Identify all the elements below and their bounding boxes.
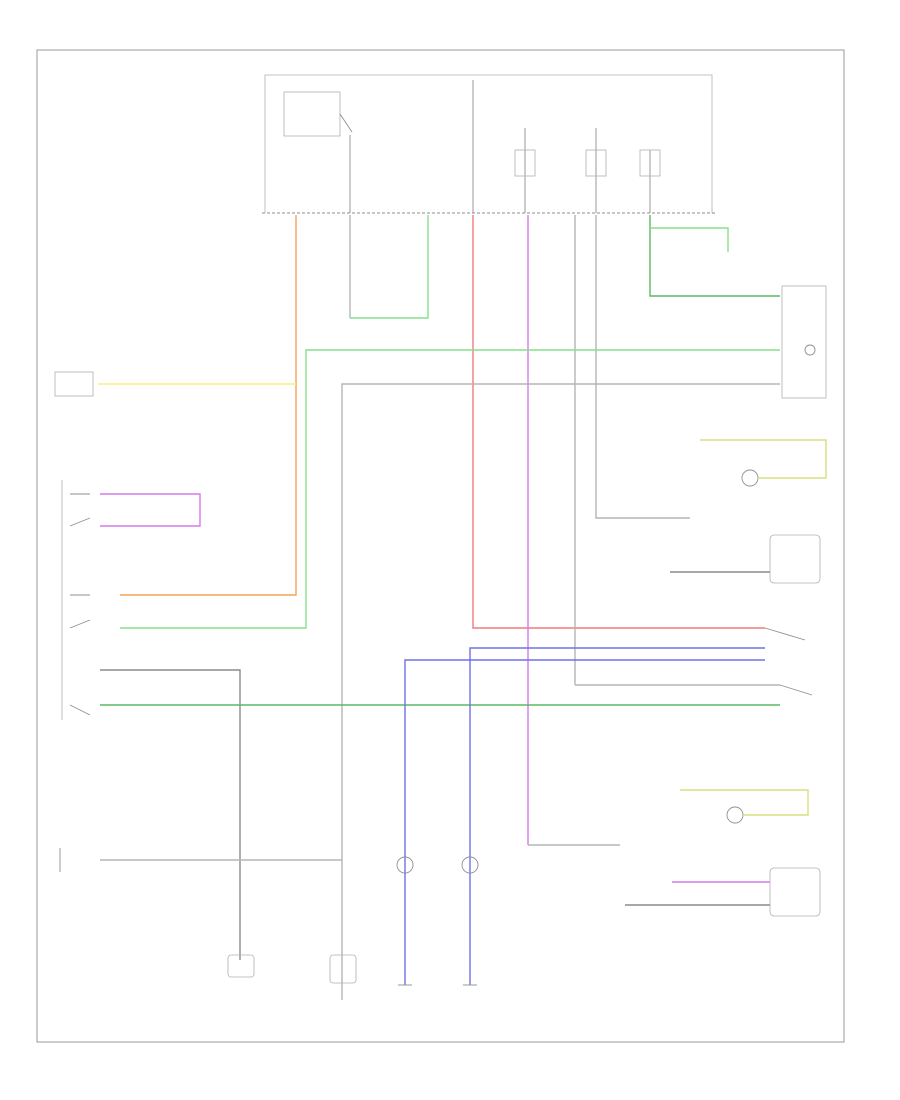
green-wire-top bbox=[650, 227, 729, 252]
magenta-wire-switch-1 bbox=[100, 493, 201, 527]
diagram-frame bbox=[36, 49, 845, 1043]
green-wire-long bbox=[120, 349, 780, 629]
indicator-lamp-1 bbox=[741, 469, 759, 487]
horizontal-wires bbox=[98, 349, 780, 1000]
fuse-box-wires bbox=[120, 215, 780, 845]
front-turn-lamp-left bbox=[769, 867, 821, 917]
orange-wire bbox=[120, 215, 297, 596]
gray-wire-3 bbox=[595, 215, 690, 519]
dark-green-wire bbox=[649, 215, 780, 297]
blue-wire-1 bbox=[404, 659, 765, 985]
front-turn-lamp-right bbox=[769, 534, 821, 584]
indicator-lamp-2 bbox=[726, 806, 744, 824]
auto-leveling-control-module bbox=[54, 371, 94, 397]
red-wire bbox=[472, 215, 765, 629]
gray-wire-switch bbox=[100, 669, 241, 960]
headlight-switch bbox=[61, 480, 91, 720]
right-headlight bbox=[461, 856, 479, 874]
right-indicators bbox=[625, 439, 827, 917]
headlight-leveling-motor-right bbox=[329, 954, 357, 984]
headlight-leveling-motor-left bbox=[227, 954, 255, 978]
green-wire-short bbox=[350, 215, 429, 319]
instrument-cluster bbox=[781, 285, 827, 399]
blue-wire-2 bbox=[469, 647, 765, 985]
left-headlight bbox=[396, 856, 414, 874]
fuse-relay-box bbox=[262, 74, 715, 214]
gray-wire-long bbox=[341, 383, 780, 1000]
